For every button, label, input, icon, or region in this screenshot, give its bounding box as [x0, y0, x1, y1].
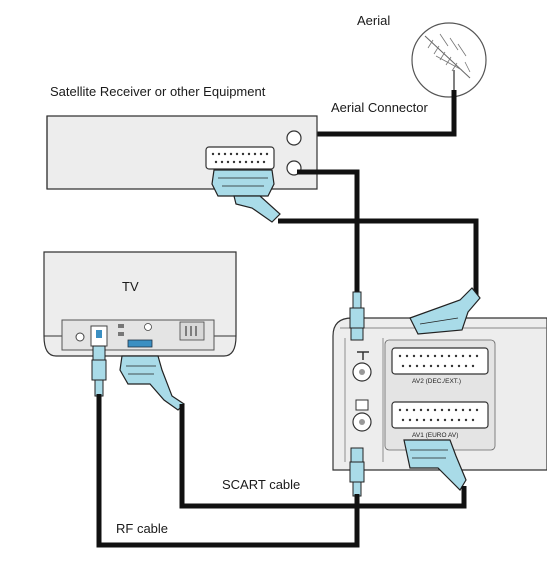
vcr-av1-scart-plug-icon — [403, 439, 467, 491]
vcr-av1-scart-socket-icon — [391, 401, 489, 429]
aerial-cable — [297, 90, 457, 137]
tv-set — [43, 251, 237, 357]
tv-scart-plug-icon — [119, 355, 185, 411]
aerial-label: Aerial — [357, 13, 391, 28]
receiver-aerial-in-socket-icon — [286, 130, 302, 146]
aerial-connector-label: Aerial Connector — [331, 100, 428, 115]
scart-cable-tv-to-vcr — [179, 404, 467, 509]
tv-scart-socket-icon — [127, 339, 153, 348]
vcr-back-panel — [332, 317, 547, 471]
vcr-av2-scart-socket-icon — [391, 347, 489, 375]
scart-receiver-to-vcr-cable — [278, 218, 479, 300]
tv-rf-plug-icon — [91, 345, 107, 397]
vcr-aerial-in-rf-plug-icon — [349, 291, 365, 341]
aerial-antenna-icon — [411, 22, 487, 98]
av2-socket-label: AV2 (DEC./EXT.) — [412, 378, 462, 385]
receiver-scart-plug-icon — [211, 169, 281, 223]
rf-receiver-to-vcr-cable — [297, 169, 360, 296]
vcr-av2-scart-plug-icon — [409, 287, 481, 335]
scart-cable-label: SCART cable — [222, 477, 301, 492]
vcr-rf-out-plug-icon — [349, 447, 365, 497]
satellite-receiver — [46, 115, 318, 190]
av1-socket-label: AV1 (EURO AV) — [412, 432, 459, 439]
tv-label: TV — [122, 279, 139, 294]
rf-cable-tv-to-vcr — [96, 394, 360, 548]
receiver-scart-socket-icon — [205, 146, 275, 170]
satellite-receiver-label: Satellite Receiver or other Equipment — [50, 84, 266, 99]
rf-cable-label: RF cable — [116, 521, 169, 536]
